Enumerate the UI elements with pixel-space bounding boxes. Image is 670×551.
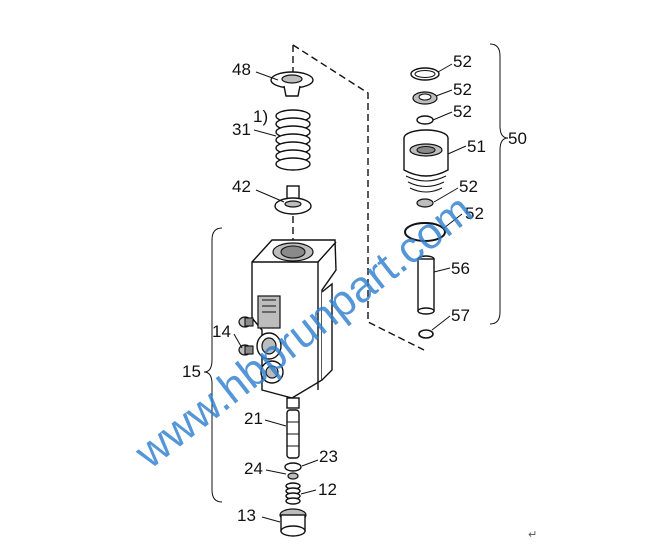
label-51: 51 [467, 137, 486, 156]
label-42: 42 [232, 177, 251, 196]
label-31-note: 1) [253, 107, 268, 126]
leader-24 [265, 469, 287, 475]
part-23-24-rings [284, 462, 302, 480]
leader-31 [253, 129, 277, 137]
corner-mark: ↵ [528, 528, 537, 541]
label-13: 13 [237, 506, 256, 525]
label-52-4: 52 [459, 177, 478, 196]
leader-52-5 [443, 213, 463, 229]
leader-52-2 [435, 89, 453, 97]
part-52-ring-4 [416, 198, 434, 208]
part-52-ring-1 [410, 67, 440, 81]
bracket-50 [489, 43, 509, 325]
label-50: 50 [508, 129, 527, 148]
label-52-5: 52 [465, 204, 484, 223]
part-21-spool [286, 409, 300, 459]
leader-21 [264, 419, 287, 427]
leader-51 [447, 145, 467, 155]
leader-13 [261, 516, 281, 523]
part-56-pin [417, 255, 435, 315]
label-52-1: 52 [453, 52, 472, 71]
label-57: 57 [451, 306, 470, 325]
label-21: 21 [244, 409, 263, 428]
part-57-ring [418, 329, 434, 339]
watermark-text: www.hbprunpart.com [125, 185, 482, 479]
leader-14 [233, 333, 243, 349]
leader-52-3 [432, 111, 453, 121]
leader-52-1 [437, 63, 453, 73]
part-12-spring [285, 482, 301, 505]
label-52-3: 52 [453, 102, 472, 121]
label-14: 14 [212, 322, 231, 341]
bracket-15 [203, 227, 223, 503]
part-52-ring-3 [416, 115, 434, 125]
label-15: 15 [182, 362, 201, 381]
label-31: 31 [232, 120, 251, 139]
leader-57 [431, 315, 451, 331]
part-51-housing [403, 129, 449, 193]
label-12: 12 [318, 480, 337, 499]
leader-12 [300, 489, 317, 495]
label-52-2: 52 [453, 80, 472, 99]
assembly-dashed-line [292, 44, 425, 351]
label-48: 48 [232, 60, 251, 79]
label-24: 24 [244, 459, 263, 478]
leader-23 [301, 459, 319, 467]
part-52-oring-large [404, 222, 446, 242]
label-23: 23 [319, 447, 338, 466]
leader-42 [255, 189, 285, 203]
part-15-valve-body [251, 239, 337, 409]
part-13-plug [279, 508, 307, 537]
part-48-cap [270, 71, 314, 97]
part-31-spring [275, 109, 311, 171]
leader-56 [433, 267, 451, 273]
leader-48 [255, 71, 279, 81]
leader-52-4 [433, 187, 459, 203]
label-56: 56 [451, 259, 470, 278]
part-52-ring-2 [412, 91, 438, 105]
